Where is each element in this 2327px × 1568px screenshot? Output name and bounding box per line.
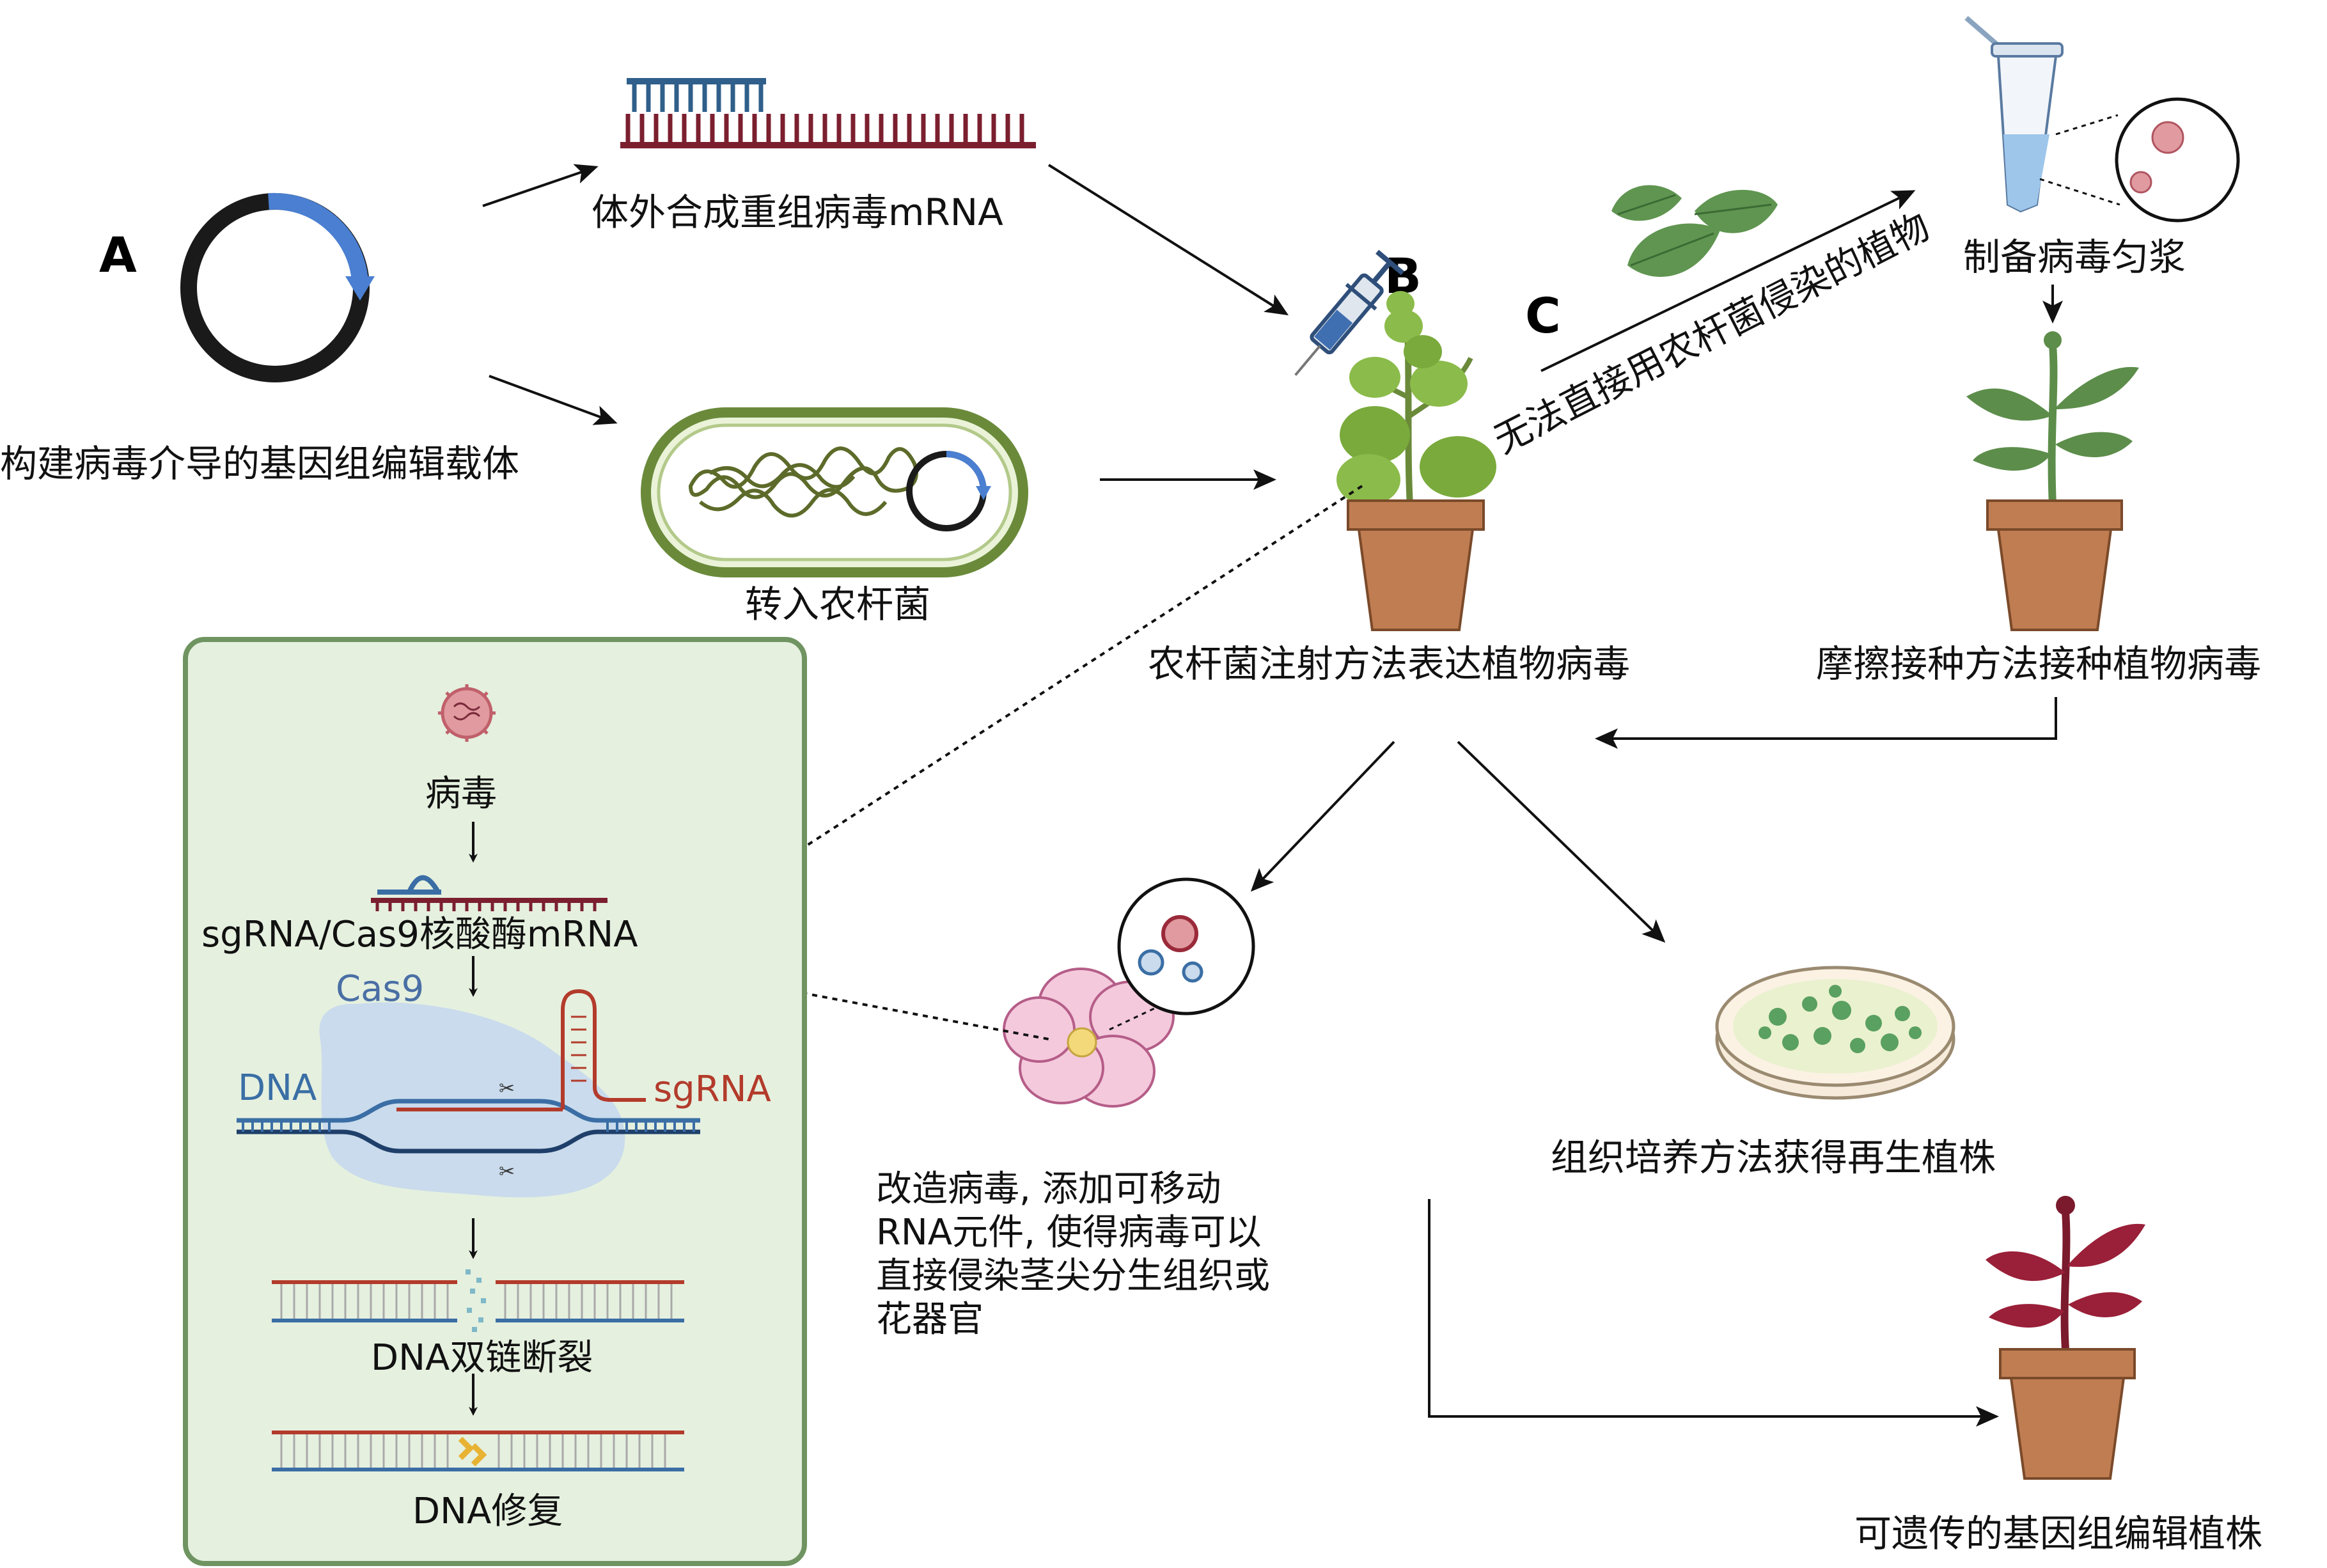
- modify-virus-line3: 直接侵染茎尖分生组织或: [876, 1255, 1270, 1297]
- modify-virus-line1: 改造病毒, 添加可移动: [876, 1168, 1221, 1210]
- modify-virus-line2: RNA元件, 使得病毒可以: [876, 1212, 1262, 1253]
- inset-repair-label: DNA修复: [412, 1491, 563, 1532]
- inset-mrna-icon: [371, 875, 607, 911]
- heritable-plant-label: 可遗传的基因组编辑植株: [1854, 1512, 2262, 1555]
- arrow-to-mrna: [482, 164, 599, 207]
- petri-dish-icon: [1715, 966, 1955, 1100]
- tissue-culture-label: 组织培养方法获得再生植株: [1551, 1136, 1996, 1179]
- arrow-cannot-infect: [1540, 190, 1916, 372]
- arrow-to-agrobacterium: [489, 375, 618, 425]
- scissors-icon: ✂: [499, 1078, 515, 1100]
- arrow-to-edited-plant: [1428, 1199, 1999, 1427]
- construct-vector-label: 构建病毒介导的基因组编辑载体: [0, 442, 519, 485]
- agro-injection-label: 农杆菌注射方法表达植物病毒: [1148, 642, 1630, 686]
- inset-dsb-label: DNA双链断裂: [371, 1337, 593, 1379]
- into-agrobacterium-label: 转入农杆菌: [745, 583, 930, 626]
- inset-sgrna-cas9-mrna-label: sgRNA/Cas9核酸酶mRNA: [201, 914, 638, 955]
- arrow-mrna-to-plant: [1047, 164, 1289, 316]
- modify-virus-line4: 花器官: [876, 1299, 983, 1340]
- inset-virus-label: 病毒: [425, 773, 497, 815]
- prepare-homogenate-label: 制备病毒匀浆: [1963, 235, 2186, 279]
- arrow-rub-to-center: [1595, 697, 2057, 749]
- inset-cas9-label: Cas9: [336, 968, 424, 1010]
- edited-plant-icon: [1986, 1196, 2145, 1480]
- in-vitro-mrna-label: 体外合成重组病毒mRNA: [592, 191, 1003, 234]
- plant-icon: [1336, 291, 1496, 631]
- rub-inoculation-label: 摩擦接种方法接种植物病毒: [1816, 642, 2261, 686]
- mechanism-inset: 病毒 sgRNA/Cas9核酸酶mRNA Cas9 DNA s: [183, 637, 807, 1566]
- virus-icon: [438, 684, 496, 742]
- plasmid-icon: [180, 192, 375, 382]
- plant-c-icon: [1966, 331, 2139, 631]
- broken-dna-icon: [272, 1269, 684, 1332]
- arrow-to-petri: [1457, 741, 1666, 943]
- leaves-icon: [1611, 185, 1778, 277]
- repaired-dna-icon: [272, 1431, 684, 1471]
- panel-label-a: A: [99, 226, 137, 283]
- panel-label-c: C: [1525, 287, 1561, 344]
- virus-magnifier-flower-icon: [1109, 877, 1255, 1031]
- agrobacterium-icon: [641, 407, 1028, 577]
- inset-sgrna-label: sgRNA: [654, 1069, 771, 1110]
- tube-icon: [1964, 15, 2064, 213]
- mrna-icon: [620, 78, 1036, 148]
- arrow-to-flower: [1250, 741, 1395, 892]
- dotted-plant-to-inset: [753, 485, 1363, 881]
- inset-dna-label: DNA: [238, 1067, 317, 1109]
- scissors-icon-2: ✂: [499, 1161, 515, 1183]
- syringe-icon: [1294, 249, 1405, 376]
- dna-duplex-icon: ✂ ✂: [237, 989, 700, 1183]
- virus-magnifier-icon: [2039, 97, 2240, 223]
